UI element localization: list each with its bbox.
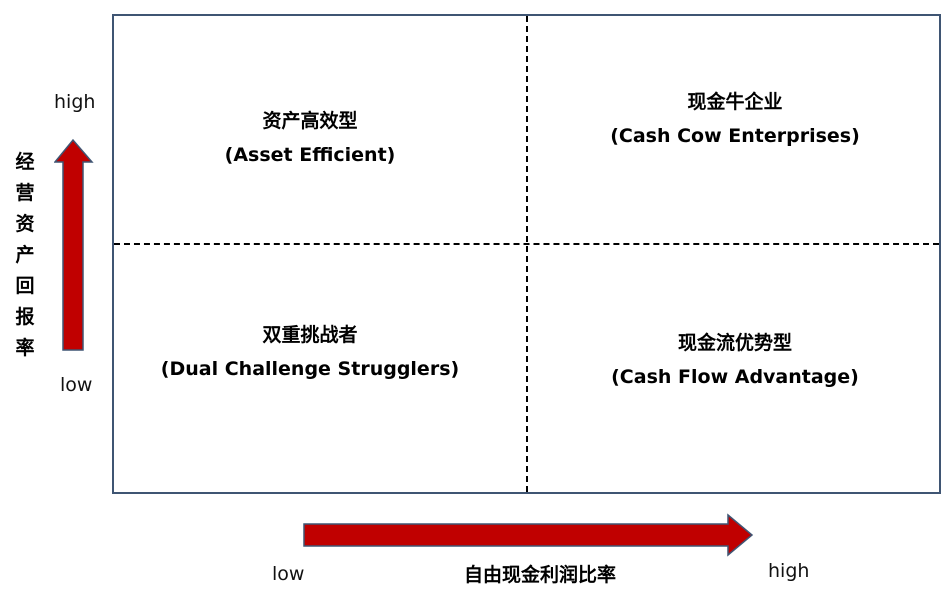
quadrant-frame [112, 14, 941, 494]
y-axis-title-char: 经 [15, 151, 35, 173]
x-axis-low-label: low [272, 563, 305, 585]
horizontal-divider [114, 243, 939, 245]
quadrant-cn-label: 现金流优势型 [677, 332, 792, 354]
quadrant-en-label: (Asset Efficient) [224, 144, 396, 166]
quadrant-cn-label: 现金牛企业 [687, 91, 783, 113]
quadrant-en-label: (Dual Challenge Strugglers) [160, 358, 460, 380]
quadrant-bottom-right: 现金流优势型 (Cash Flow Advantage) [560, 326, 910, 394]
y-axis-arrow-icon [54, 138, 94, 351]
y-axis-title-char: 率 [15, 337, 35, 359]
quadrant-cn-label: 双重挑战者 [262, 324, 358, 346]
x-axis-high-label: high [768, 560, 810, 582]
quadrant-top-right: 现金牛企业 (Cash Cow Enterprises) [560, 85, 910, 153]
y-axis-title-char: 产 [15, 244, 35, 266]
quadrant-cn-label: 资产高效型 [262, 110, 358, 132]
quadrant-bottom-left: 双重挑战者 (Dual Challenge Strugglers) [140, 318, 480, 386]
y-axis-title-char: 回 [15, 275, 35, 297]
y-axis-title-char: 资 [15, 213, 35, 235]
x-axis-title: 自由现金利润比率 [463, 564, 616, 586]
vertical-divider [526, 16, 528, 492]
quadrant-en-label: (Cash Cow Enterprises) [610, 125, 860, 147]
y-axis-title: 经 营 资 产 回 报 率 [12, 147, 38, 364]
quadrant-top-left: 资产高效型 (Asset Efficient) [140, 104, 480, 172]
y-axis-low-label: low [60, 374, 93, 396]
quadrant-en-label: (Cash Flow Advantage) [611, 366, 859, 388]
x-axis-arrow-icon [303, 513, 754, 557]
y-axis-title-char: 报 [15, 306, 35, 328]
y-axis-high-label: high [54, 91, 96, 113]
y-axis-title-char: 营 [15, 182, 35, 204]
